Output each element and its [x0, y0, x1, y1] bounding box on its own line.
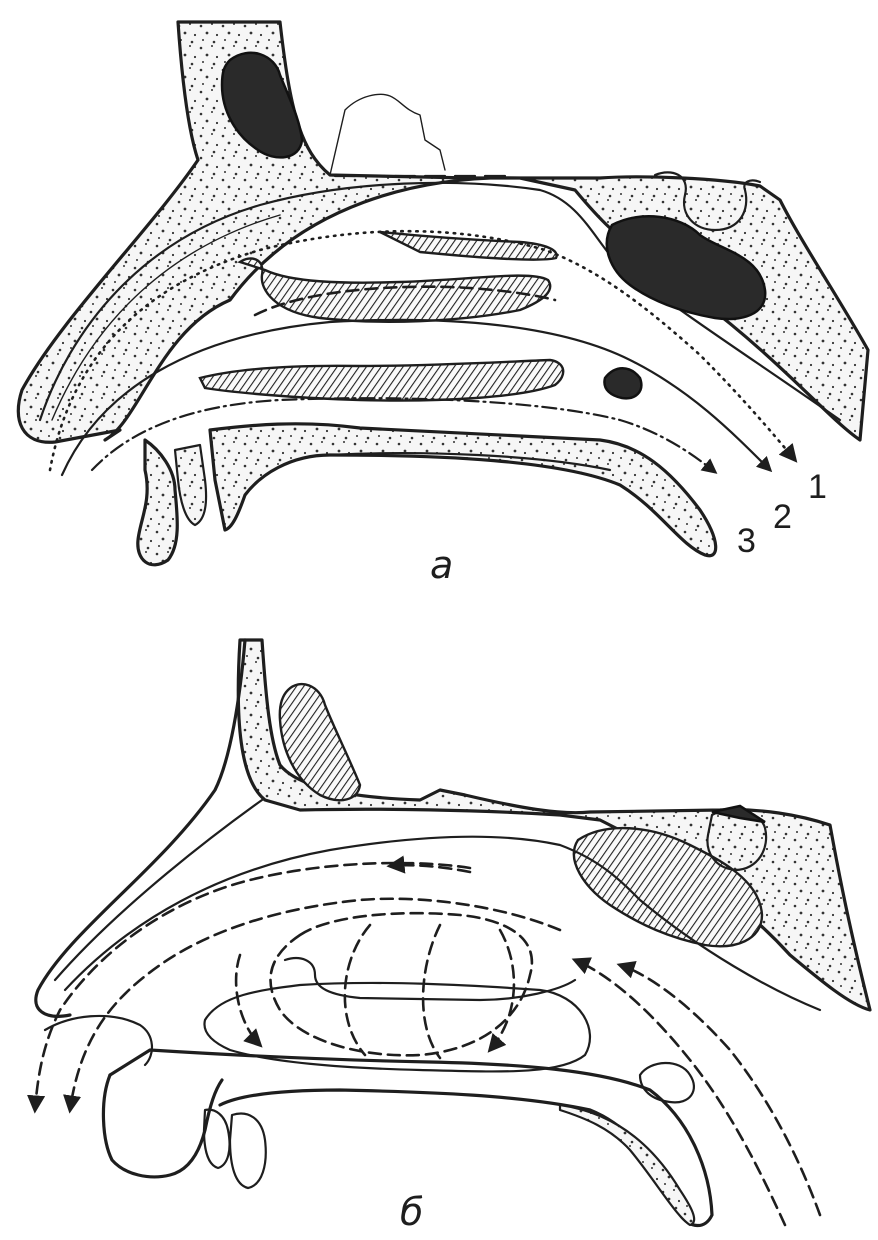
panel-a-label: а [430, 543, 453, 587]
eustachian-tube-b [640, 1063, 694, 1102]
pathway-number-2: 2 [773, 498, 792, 536]
inferior-turbinate [200, 360, 563, 400]
nose-inner-contour [55, 800, 262, 980]
hard-palate-panel-a [210, 424, 716, 556]
incisor-panel-a [175, 445, 206, 525]
eustachian-tube-opening [604, 368, 641, 398]
expiration-eddy-3 [345, 925, 370, 1055]
expiration-eddy-4 [423, 925, 440, 1058]
inferior-turbinate-b [204, 983, 590, 1072]
pathway-number-3: 3 [737, 522, 756, 560]
frontal-bone-panel-b [238, 640, 870, 1010]
panel-b-label: б [400, 1190, 423, 1234]
canine-panel-b [230, 1114, 266, 1188]
nose-outer-contour [36, 640, 245, 1016]
upper-lip-panel-a [138, 440, 177, 565]
soft-palate-fill-b [560, 1105, 694, 1225]
expiration-loop-outer [70, 899, 560, 1110]
panel-b: б [35, 640, 870, 1234]
cribriform-plate [330, 94, 445, 175]
expiration-eddy-5 [490, 930, 514, 1050]
panel-a: 1 2 3 а [18, 22, 868, 587]
pathway-number-1: 1 [808, 468, 827, 506]
expiration-eddy-2 [236, 955, 260, 1045]
